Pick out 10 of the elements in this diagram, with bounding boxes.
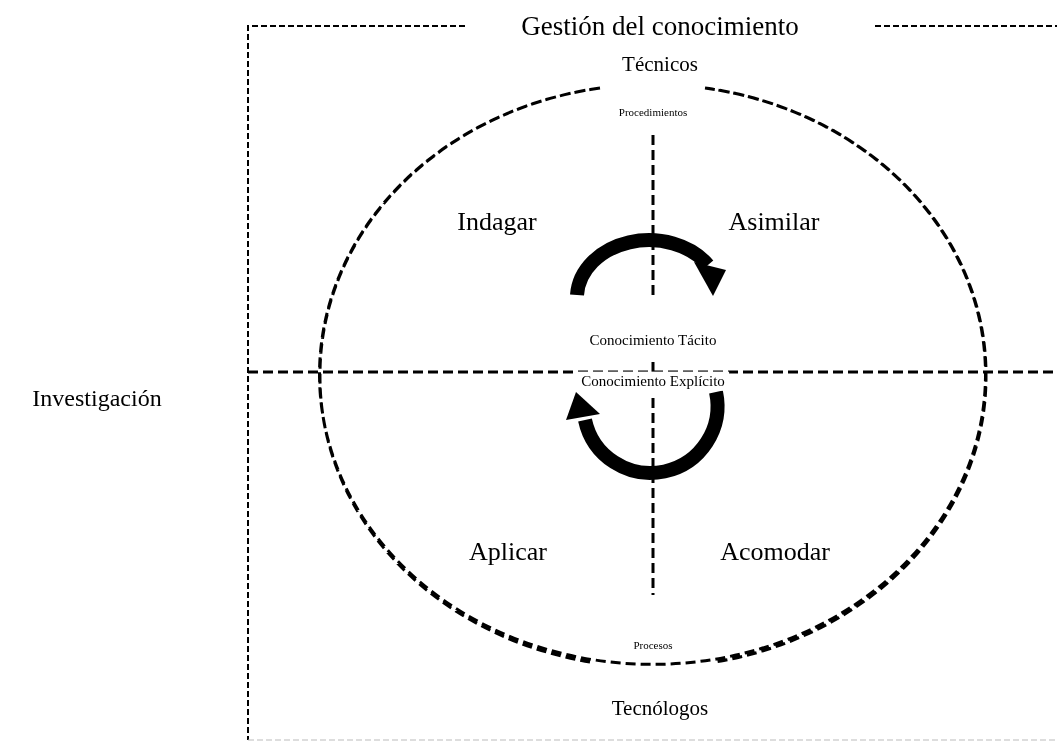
axis-label: Técnicos — [622, 50, 698, 78]
axis-label: Procedimientos — [618, 106, 688, 120]
knowledge-label: Conocimiento Explícito — [577, 371, 729, 391]
axis-label: Procesos — [633, 639, 673, 653]
quadrant-label: Indagar — [457, 205, 537, 238]
axis-label: Tecnólogos — [611, 694, 709, 722]
quadrant-label: Acomodar — [720, 535, 830, 568]
quadrant-label: Asimilar — [728, 205, 820, 238]
axis-label: Investigación — [32, 384, 162, 413]
quadrant-label: Aplicar — [469, 535, 547, 568]
